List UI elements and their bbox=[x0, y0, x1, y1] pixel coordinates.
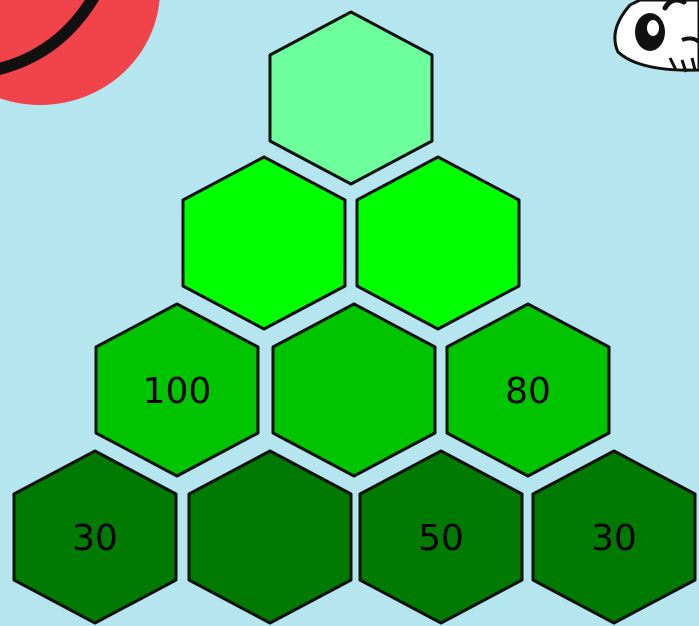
hex-cell-r3-c1[interactable]: 100 bbox=[96, 304, 258, 476]
hex-value: 80 bbox=[505, 371, 551, 412]
hex-cell-r4-c2[interactable] bbox=[189, 451, 351, 623]
cow-mascot-icon bbox=[615, 0, 699, 72]
hex-cell-r4-c1[interactable]: 30 bbox=[14, 451, 176, 623]
hex-value: 30 bbox=[72, 518, 118, 559]
hex-value: 50 bbox=[418, 518, 464, 559]
hex-shape[interactable] bbox=[357, 157, 519, 329]
hex-cell-r2-c1[interactable] bbox=[183, 157, 345, 329]
hex-shape[interactable] bbox=[183, 157, 345, 329]
hex-shape[interactable] bbox=[273, 304, 435, 476]
hex-pyramid: 100 80 30 50 30 bbox=[14, 12, 695, 623]
hex-shape[interactable] bbox=[189, 451, 351, 623]
hex-cell-r4-c4[interactable]: 30 bbox=[533, 451, 695, 623]
hex-cell-r4-c3[interactable]: 50 bbox=[360, 451, 522, 623]
hex-cell-r3-c3[interactable]: 80 bbox=[447, 304, 609, 476]
hex-value: 30 bbox=[591, 518, 637, 559]
hex-cell-r2-c2[interactable] bbox=[357, 157, 519, 329]
hex-cell-r3-c2[interactable] bbox=[273, 304, 435, 476]
hex-cell-r1-c1[interactable] bbox=[270, 12, 432, 184]
hex-shape[interactable] bbox=[270, 12, 432, 184]
red-blob-decoration bbox=[0, 0, 160, 105]
hex-value: 100 bbox=[143, 371, 212, 412]
